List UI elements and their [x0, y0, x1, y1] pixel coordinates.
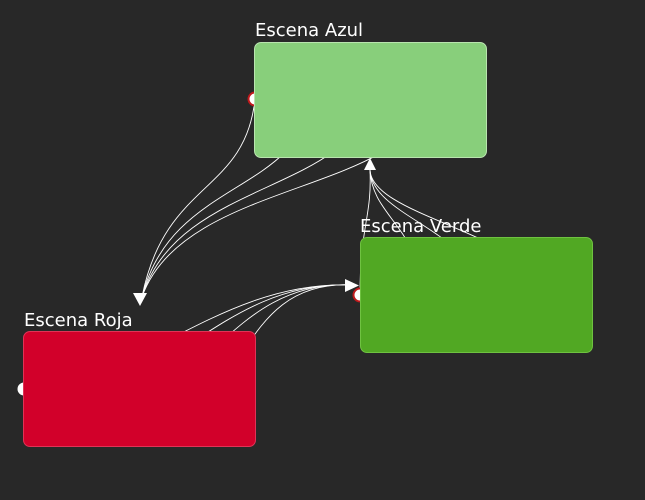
node-title-verde: Escena Verde [360, 216, 482, 237]
arrowhead-azul-input [364, 158, 376, 170]
node-escena-roja[interactable] [23, 331, 256, 447]
node-title-azul: Escena Azul [255, 20, 364, 41]
arrowhead-layer [133, 158, 376, 306]
node-escena-azul[interactable] [254, 42, 487, 158]
arrowhead-roja-input [133, 293, 147, 306]
arrowhead-verde-input [345, 279, 359, 292]
node-title-roja: Escena Roja [24, 310, 133, 331]
node-escena-verde[interactable] [360, 237, 593, 353]
connection-azul-roja [141, 98, 256, 298]
